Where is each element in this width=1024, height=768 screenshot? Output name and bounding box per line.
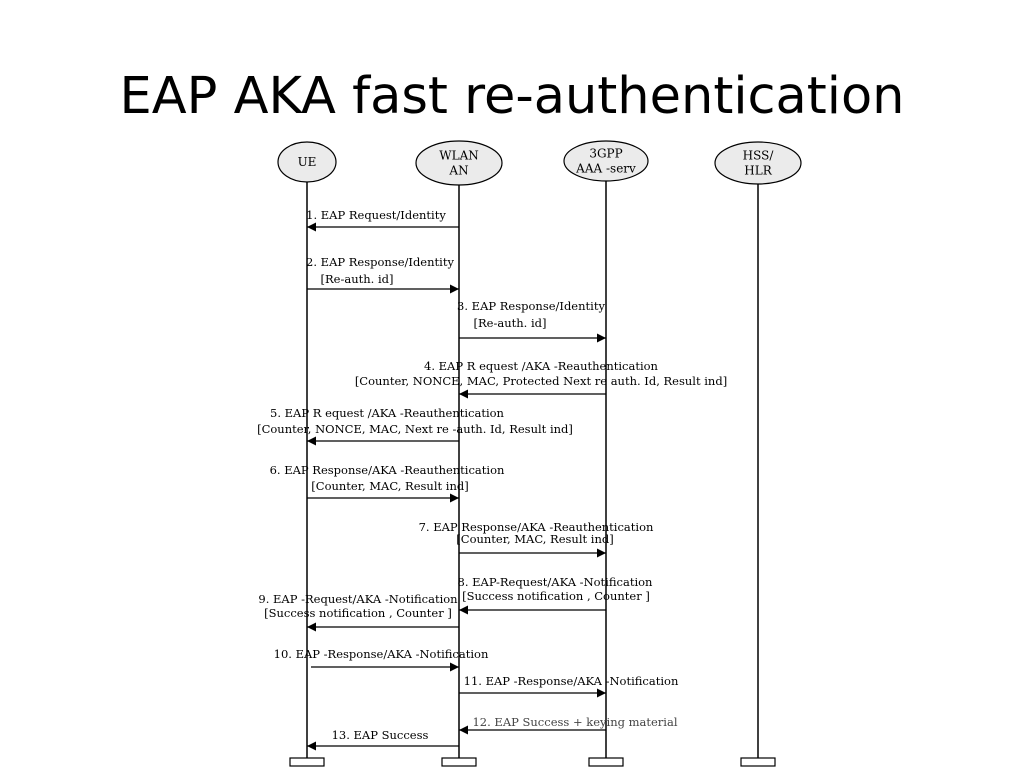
message-label: 6. EAP Response/AKA -Reauthentication [270,463,505,477]
actor-label: AN [448,164,468,178]
message-parameters: [Success notification , Counter ] [462,589,650,603]
message-parameters: [Counter, MAC, Result ind] [456,532,613,546]
message-label: 7. EAP Response/AKA -Reauthentication [419,520,654,534]
actor-ellipse [563,140,649,182]
message-label: 3. EAP Response/Identity [457,299,605,313]
message-parameters: [Counter, NONCE, MAC, Protected Next re … [355,374,727,388]
message-8: 8. EAP-Request/AKA -Notification[Success… [458,575,654,615]
actor-ellipse [714,141,802,185]
message-11: 11. EAP -Response/AKA -Notification [459,674,679,698]
message-label: 8. EAP-Request/AKA -Notification [458,575,654,589]
lifeline-end-box [441,757,477,767]
message-parameters: [Counter, NONCE, MAC, Next re -auth. Id,… [257,422,573,436]
message-9: 9. EAP -Request/AKA -Notification[Succes… [258,592,459,632]
message-7: 7. EAP Response/AKA -Reauthentication[Co… [419,520,654,558]
message-parameters: [Re-auth. id] [474,316,547,330]
message-label: 11. EAP -Response/AKA -Notification [464,674,679,688]
message-label: 1. EAP Request/Identity [306,208,446,222]
message-label: 9. EAP -Request/AKA -Notification [258,592,458,606]
message-13: 13. EAP Success [307,728,459,751]
message-label: 10. EAP -Response/AKA -Notification [274,647,489,661]
message-label: 2. EAP Response/Identity [306,255,454,269]
message-label: 5. EAP R equest /AKA -Reauthentication [270,406,505,420]
message-label: 13. EAP Success [332,728,429,742]
message-2: 2. EAP Response/Identity [Re-auth. id] [306,255,459,294]
actor-ellipse [415,140,503,186]
message-6: 6. EAP Response/AKA -Reauthentication [Co… [270,463,505,503]
actor-label: UE [298,155,317,169]
actor-label: AAA -serv [575,162,636,176]
message-12: 12. EAP Success + keying material [459,715,678,735]
actor-label: 3GPP [589,147,622,161]
message-parameters: [Success notification , Counter ] [264,606,452,620]
message-4: 4. EAP R equest /AKA -Reauthentication[C… [355,359,727,399]
message-label: 4. EAP R equest /AKA -Reauthentication [424,359,659,373]
message-parameters: [Counter, MAC, Result ind] [311,479,468,493]
lifeline-end-box [289,757,325,767]
message-3: 3. EAP Response/Identity [Re-auth. id] [457,299,606,343]
message-label: 12. EAP Success + keying material [472,715,677,729]
actor-ellipse [277,141,337,183]
actor-label: WLAN [439,149,478,163]
actor-hss: HSS/HLR [714,141,802,767]
actor-ue: UE [277,141,337,767]
message-5: 5. EAP R equest /AKA -Reauthentication [C… [257,406,573,446]
message-1: 1. EAP Request/Identity [306,208,459,232]
actor-label: HLR [744,164,772,178]
slide-title: EAP AKA fast re-authentication [119,67,905,126]
lifeline-end-box [740,757,776,767]
message-parameters: [Re-auth. id] [321,272,394,286]
actor-label: HSS/ [743,149,775,163]
lifeline-end-box [588,757,624,767]
messages: 1. EAP Request/Identity 2. EAP Response/I… [257,208,727,751]
message-10: 10. EAP -Response/AKA -Notification [274,647,489,672]
